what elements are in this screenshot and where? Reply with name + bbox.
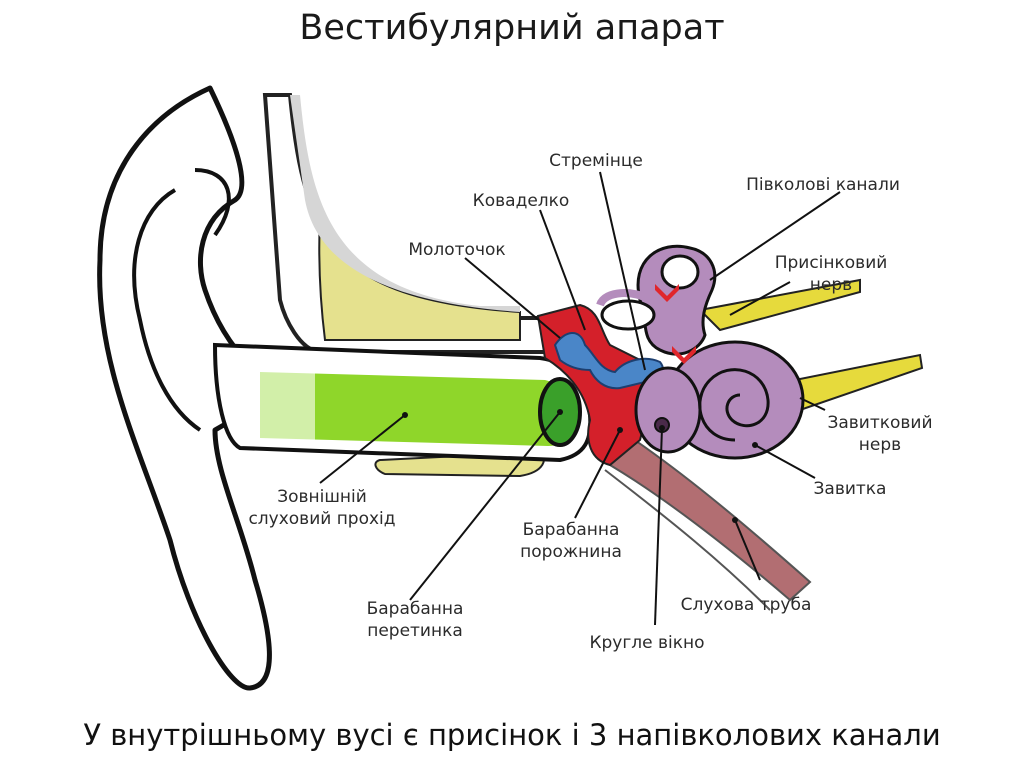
leader-dot-eardrum [557,409,563,415]
auditory-tube-outline [604,469,771,611]
leader-dot-round [659,425,665,431]
leader-ear-canal [319,414,406,484]
label-auditory-tube: Слухова труба [681,595,812,615]
marker-bottom [672,346,696,364]
label-anvil: Коваделко [473,191,570,211]
label-eardrum-2: перетинка [367,621,463,641]
label-semicircular-canals: Півколові канали [746,175,900,195]
leader-hammer [464,257,561,339]
cochlea-spiral [698,368,770,442]
skull-shading [290,95,520,312]
pinna-inner-fold [132,188,202,432]
label-vestibular-nerve-1: Присінковий [775,253,888,273]
label-vestibular-nerve-2: нерв [810,275,852,295]
canal-loop-2 [600,299,656,331]
ear-canal [260,372,576,446]
vestibule-shape [634,366,702,454]
leader-dot-ear-canal [402,412,408,418]
leader-dot-tympanic [617,427,623,433]
label-cochlear-nerve-2: нерв [859,435,901,455]
pinna-helix-fold [194,168,231,237]
leader-cochlear-nerve [799,397,826,411]
canal-loop-1 [660,254,700,290]
caption: У внутрішньому вусі є присінок і 3 напів… [83,718,941,752]
page-title: Вестибулярний апарат [299,8,725,48]
leader-tympanic-cavity [574,429,621,519]
pinna [97,85,272,691]
temporal-bone-upper [318,214,521,341]
leader-cochlea [754,444,816,479]
label-round-window: Кругле вікно [589,633,704,653]
ear-canal-fade [255,370,315,442]
label-ear-canal-1: Зовнішній [277,487,367,507]
ossicles [553,332,665,390]
leader-auditory-tube [734,519,761,581]
label-tympanic-cavity-1: Барабанна [523,520,620,540]
label-hammer: Молоточок [408,240,505,260]
leader-eardrum [409,411,561,601]
label-tympanic-cavity-2: порожнина [520,542,622,562]
label-stirrup: Стремінце [549,151,643,171]
canal-loop-3 [596,289,653,308]
vestibular-nerve-shape [697,278,861,332]
marker-top [655,284,679,302]
label-cochlea: Завитка [814,479,887,499]
leader-round-window [654,427,663,626]
leader-dot-cochlea [752,442,758,448]
leader-stirrup [599,171,646,371]
label-eardrum-1: Барабанна [367,599,464,619]
label-ear-canal-2: слуховий прохід [248,509,395,529]
leader-canals [709,191,841,281]
label-cochlear-nerve-1: Завитковий [827,413,932,433]
leader-vestibular-nerve [729,281,791,316]
leader-dot-tube [732,517,738,523]
leader-anvil [539,209,586,331]
